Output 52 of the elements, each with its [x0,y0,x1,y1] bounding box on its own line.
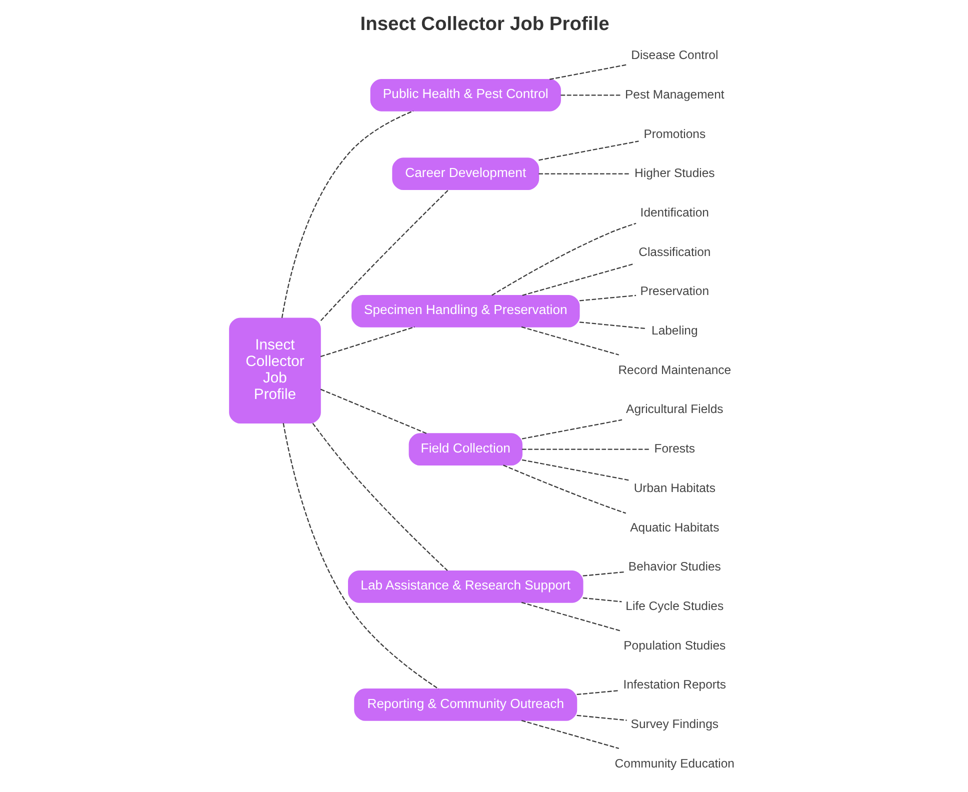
node-text: Classification [638,244,711,259]
connector [282,423,439,690]
node-text: Infestation Reports [623,678,726,692]
connector [522,263,634,296]
connector [582,597,622,602]
connector [521,602,620,632]
node-text: Aquatic Habitats [630,520,720,534]
connector [521,720,620,749]
connector [522,419,622,440]
connector [320,326,415,358]
node-box: Lab Assistance & Research Support [348,570,584,603]
connector [576,690,620,696]
connector [576,714,627,721]
node-text: Pest Management [625,87,724,102]
connector [492,222,636,296]
node-text: Identification [640,205,710,220]
node-text: Community Education [614,756,734,770]
diagram-title: Insect Collector Job Profile [360,14,610,36]
node-text: Promotions [644,126,706,141]
connector [550,64,627,80]
connector [522,448,650,450]
connector [312,422,448,571]
node-text: Labeling [652,324,698,338]
connector [560,94,620,96]
node-box: Field Collection [408,433,522,466]
node-box: Career Development [392,158,540,190]
node-text: Forests [654,442,696,456]
node-box: Public Health & Pest Control [370,78,561,112]
connector [580,294,636,302]
connector [580,322,647,330]
node-text: Life Cycle Studies [626,599,724,614]
node-text: Population Studies [624,638,726,652]
node-text: Disease Control [631,48,718,62]
node-text: Behavior Studies [628,560,721,574]
connector [320,190,449,322]
node-text: Urban Habitats [634,480,716,495]
connector [503,464,626,514]
node-text: Record Maintenance [618,362,732,377]
node-box: Specimen Handling & Preservation [352,294,580,328]
connector [521,326,620,356]
node-text: Survey Findings [630,717,719,732]
connector [281,110,414,318]
connector [582,571,624,576]
connector [320,388,427,434]
connector [522,459,630,481]
node-box: Reporting & Community Outreach [354,688,578,721]
node-box: Insect Collector Job Profile [229,318,321,424]
node-text: Higher Studies [634,166,715,180]
node-text: Agricultural Fields [626,402,724,416]
connector [538,140,639,161]
node-text: Preservation [640,284,709,298]
connector [538,173,630,174]
